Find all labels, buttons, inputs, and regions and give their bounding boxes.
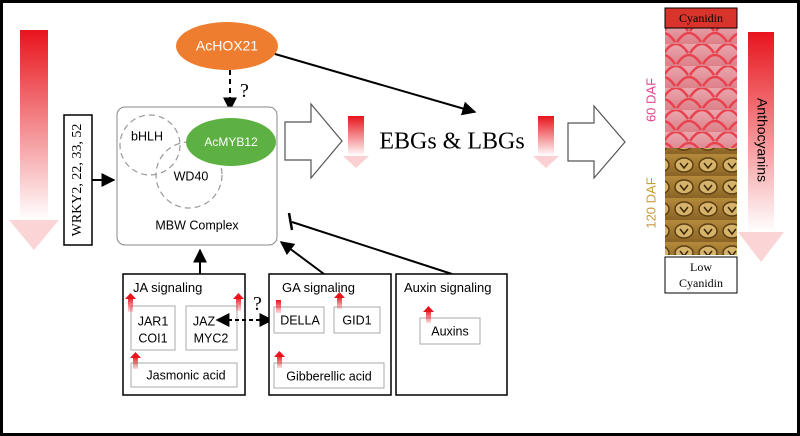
auxin-title: Auxin signaling: [404, 280, 491, 295]
myc2-up-arrow: [236, 297, 241, 311]
cyanidin-top-label: Cyanidin: [679, 11, 723, 25]
low-cyanidin-line1: Low: [690, 260, 712, 274]
achox21-to-ebgs-arrow: [274, 53, 477, 116]
jasmonic-up-arrow: [133, 356, 138, 369]
low-cyanidin-line2: Cyanidin: [679, 276, 723, 290]
ebgs-lbgs-label: EBGs & LBGs: [379, 129, 524, 155]
gibberellic-up-arrow: [277, 355, 282, 368]
gid1-up-arrowhead: [334, 292, 345, 298]
jasmonic-acid-label: Jasmonic acid: [146, 368, 225, 382]
gibberellic-up-arrowhead: [274, 351, 285, 357]
wrky-box: WRKY2, 22, 33, 52: [63, 114, 93, 246]
ebgs-red-arrow-left: [343, 116, 369, 168]
jasmonic-up-arrowhead: [130, 352, 141, 358]
cyanidin-top-box: Cyanidin: [664, 7, 738, 29]
auxin-inhibition-line: [291, 221, 453, 275]
gid1-label: GID1: [342, 313, 371, 327]
coi1-label: COI1: [138, 331, 167, 345]
achox21-label: AcHOX21: [196, 38, 258, 54]
auxin-inhibition-bar: [287, 212, 294, 231]
ga-to-mbw-arrow: [279, 241, 325, 275]
jaz-label: JAZ: [193, 314, 216, 328]
anthocyanins-label: Anthocyanins: [754, 98, 770, 182]
ga-signaling-box: GA signaling DELLA GID1 Gibberellic acid: [268, 273, 392, 396]
anthocyanins-arrow: Anthocyanins: [738, 32, 784, 262]
ebgs-red-arrow-right: [533, 116, 559, 168]
pineapple-image: [665, 28, 737, 255]
daf120-label: 120 DAF: [643, 177, 658, 228]
mbw-complex-label: MBW Complex: [155, 218, 239, 232]
acmyb12-label: AcMYB12: [204, 135, 258, 149]
della-up-arrow: [276, 300, 281, 313]
della-label: DELLA: [280, 313, 320, 327]
question-mark-bottom: ?: [253, 293, 262, 315]
myc2-up-arrowhead: [233, 293, 244, 299]
ja-title: JA signaling: [133, 280, 202, 295]
left-decrease-arrow: [9, 30, 59, 250]
jar1-up-arrow: [128, 297, 133, 312]
auxins-up-arrowhead: [423, 306, 434, 312]
jar1-label: JAR1: [138, 314, 169, 328]
auxins-up-arrow: [426, 310, 431, 323]
daf60-label: 60 DAF: [643, 78, 658, 122]
bhlh-label: bHLH: [131, 129, 163, 143]
question-mark-top: ?: [240, 80, 249, 102]
block-arrow-2: [567, 104, 626, 180]
auxin-signaling-box: Auxin signaling Auxins: [395, 273, 508, 396]
block-arrow-1: [284, 102, 343, 180]
wd40-label: WD40: [174, 169, 209, 183]
wrky-label: WRKY2, 22, 33, 52: [70, 124, 85, 237]
low-cyanidin-box: Low Cyanidin: [664, 256, 738, 294]
gibberellic-acid-label: Gibberellic acid: [286, 369, 372, 383]
achox21-node: AcHOX21: [176, 22, 278, 70]
gid1-up-arrow: [337, 296, 342, 309]
mbw-complex-box: bHLH AcMYB12 WD40 MBW Complex: [116, 106, 278, 246]
auxins-label: Auxins: [431, 324, 469, 338]
jar1-up-arrowhead: [125, 293, 136, 299]
ga-title: GA signaling: [282, 280, 355, 295]
ja-signaling-box: JA signaling JAR1 COI1 JAZ MYC2 Jasmonic…: [122, 273, 246, 396]
myc2-label: MYC2: [194, 331, 229, 345]
